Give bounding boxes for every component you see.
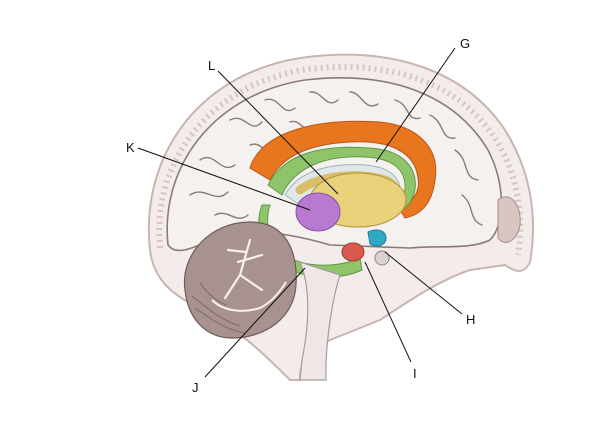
cingulate-gyrus [249, 120, 437, 219]
leader-I [364, 261, 412, 363]
leader-L [217, 70, 339, 195]
leader-J [204, 267, 306, 378]
brainstem [298, 261, 341, 381]
leader-H [384, 251, 463, 315]
frontal-sinus [497, 196, 521, 243]
label-K: K [126, 140, 135, 155]
leader-G [375, 47, 456, 163]
leader-lines [137, 47, 463, 378]
leader-K [137, 147, 311, 211]
optic-chiasm [374, 250, 390, 266]
label-L: L [208, 58, 215, 73]
label-G: G [460, 36, 470, 51]
label-I: I [413, 366, 417, 381]
label-H: H [466, 312, 475, 327]
label-J: J [192, 380, 199, 395]
hypothalamus [295, 192, 341, 232]
cerebellum [183, 221, 297, 339]
pituitary [367, 229, 387, 247]
mammillary-body [341, 242, 365, 262]
